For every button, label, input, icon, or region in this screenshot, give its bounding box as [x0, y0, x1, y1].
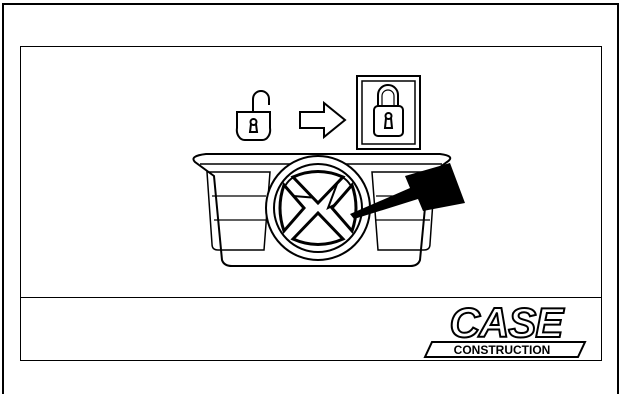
case-logo: CASE CONSTRUCTION [425, 299, 585, 357]
unlocked-padlock-icon [237, 91, 270, 140]
x-button-icon [266, 156, 370, 260]
logo-brand: CASE [450, 299, 566, 346]
right-arrow-icon [300, 103, 345, 137]
logo-subtitle: CONSTRUCTION [454, 343, 551, 357]
locked-padlock-icon [357, 76, 420, 149]
